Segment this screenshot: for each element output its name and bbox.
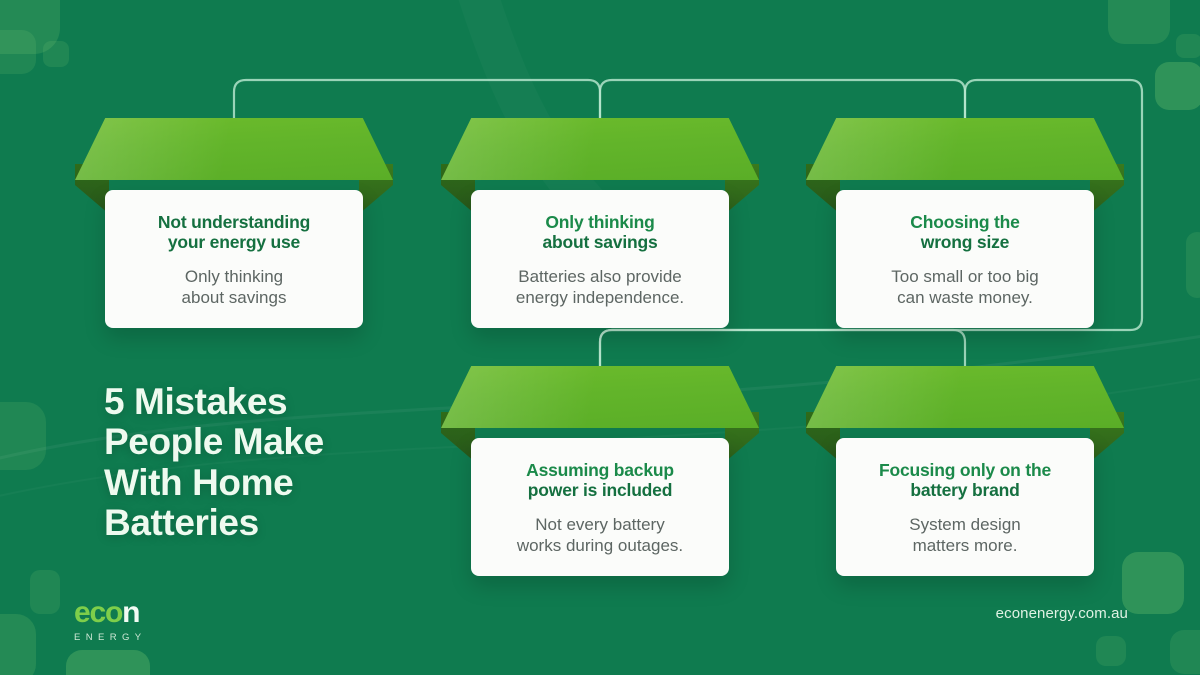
deco-shape-top-right-2 — [1176, 34, 1200, 58]
card-description: Not every battery works during outages. — [516, 514, 684, 556]
card-body: Choosing the wrong size Too small or too… — [836, 190, 1094, 329]
card-only-thinking-about-savings[interactable]: Only thinking about savings Batteries al… — [441, 118, 759, 329]
card-body: Not understanding your energy use Only t… — [105, 190, 363, 329]
card-description: System design matters more. — [909, 514, 1021, 556]
deco-shape-bottom-right-3 — [1096, 636, 1126, 666]
deco-shape-top-left-1 — [0, 0, 60, 54]
card-title: Choosing the wrong size — [910, 212, 1020, 253]
card-lid-front — [806, 118, 1124, 180]
card-lid — [441, 366, 759, 462]
deco-shape-bottom-right-2 — [1170, 630, 1200, 674]
card-description: Batteries also provide energy independen… — [515, 266, 685, 308]
deco-shape-bottom-left-3 — [66, 650, 150, 675]
card-title: Focusing only on the battery brand — [879, 460, 1051, 501]
card-focusing-only-on-the-battery-brand[interactable]: Focusing only on the battery brand Syste… — [806, 366, 1124, 577]
card-lid — [806, 366, 1124, 462]
card-lid — [441, 118, 759, 214]
deco-shape-right-edge — [1186, 232, 1200, 298]
card-title: Only thinking about savings — [542, 212, 658, 253]
deco-shape-bottom-left-2 — [0, 614, 36, 675]
page-title-line-1: 5 Mistakes — [104, 381, 288, 422]
page-title-line-2: People Make — [104, 421, 324, 463]
deco-shape-top-right-3 — [1155, 62, 1200, 110]
card-lid — [75, 118, 393, 214]
card-description: Too small or too big can waste money. — [891, 266, 1039, 308]
deco-shape-top-left-2 — [0, 30, 36, 74]
card-title: Assuming backup power is included — [526, 460, 674, 501]
deco-shape-bottom-right-1 — [1122, 552, 1184, 614]
card-body: Only thinking about savings Batteries al… — [471, 190, 729, 329]
brand-logo-tagline: ENERGY — [74, 632, 147, 643]
card-not-understanding-energy-use[interactable]: Not understanding your energy use Only t… — [75, 118, 393, 329]
page-title: 5 Mistakes People Make With Home Batteri… — [104, 381, 424, 543]
brand-logo-wordmark: econ — [74, 598, 147, 628]
card-lid-front — [806, 366, 1124, 428]
deco-shape-bottom-left-1 — [30, 570, 60, 614]
card-lid-front — [441, 118, 759, 180]
page-title-line-3: With Home — [104, 461, 294, 503]
page-title-line-4: Batteries — [104, 501, 259, 543]
card-body: Focusing only on the battery brand Syste… — [836, 438, 1094, 577]
website-url[interactable]: econenergy.com.au — [995, 605, 1128, 622]
card-lid — [806, 118, 1124, 214]
card-body: Assuming backup power is included Not ev… — [471, 438, 729, 577]
card-lid-front — [75, 118, 393, 180]
brand-logo[interactable]: econ ENERGY — [74, 598, 147, 644]
deco-shape-top-left-3 — [43, 41, 69, 67]
card-assuming-backup-power-is-included[interactable]: Assuming backup power is included Not ev… — [441, 366, 759, 577]
card-choosing-the-wrong-size[interactable]: Choosing the wrong size Too small or too… — [806, 118, 1124, 329]
card-lid-front — [441, 366, 759, 428]
deco-shape-mid-left — [0, 402, 46, 470]
deco-shape-top-right-1 — [1108, 0, 1170, 44]
brand-logo-eco: eco — [74, 596, 123, 629]
card-title: Not understanding your energy use — [157, 212, 311, 253]
card-description: Only thinking about savings — [181, 266, 287, 308]
brand-logo-n: n — [122, 596, 140, 629]
